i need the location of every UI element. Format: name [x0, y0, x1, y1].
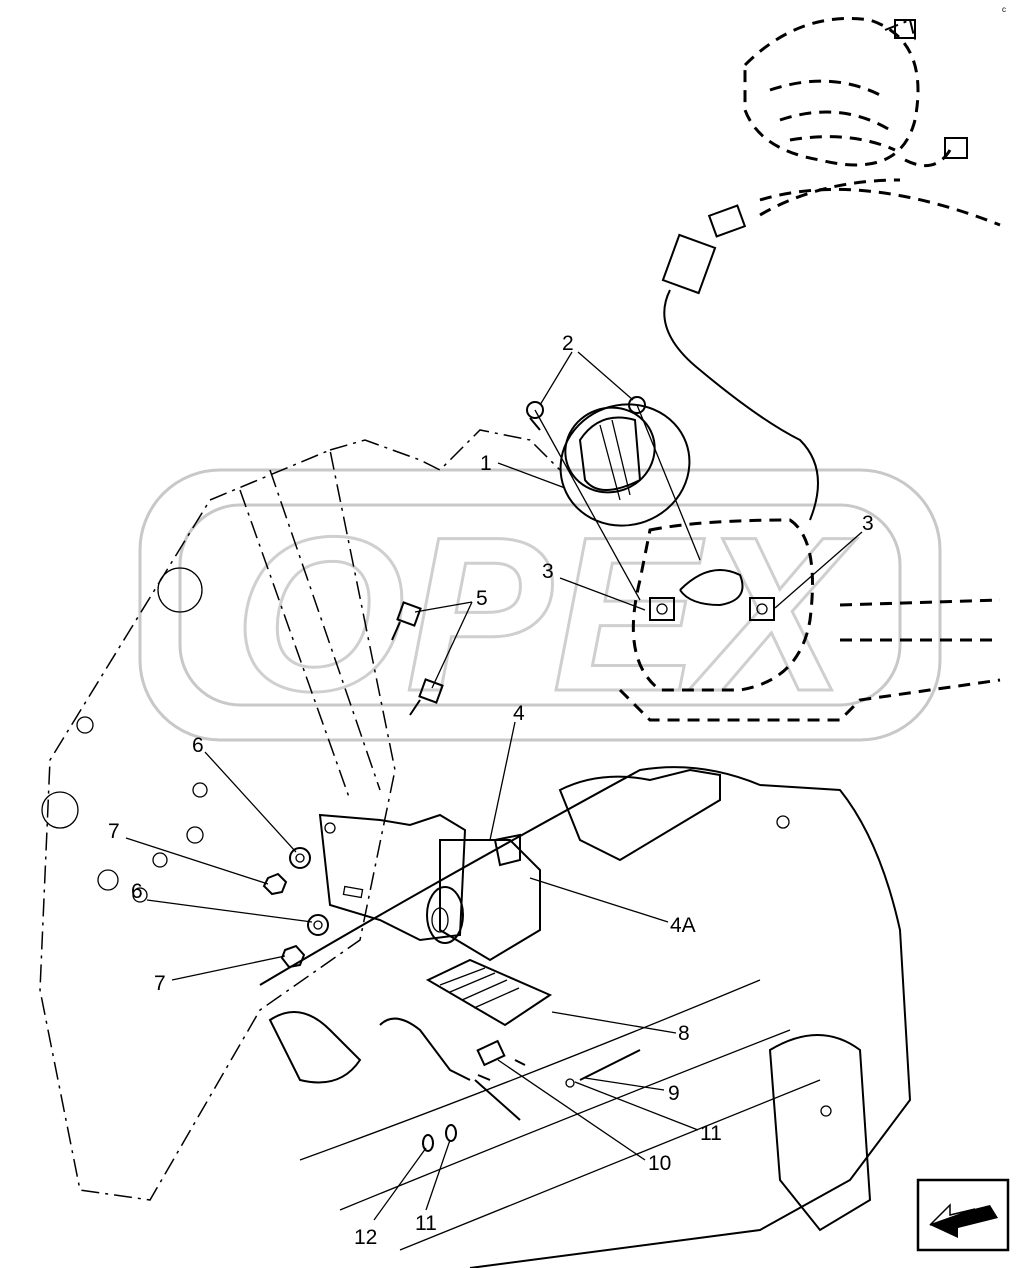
watermark-text: OPEX: [234, 491, 857, 737]
wiring-harness: [661, 16, 1001, 521]
watermark: OPEX: [138, 468, 942, 742]
nav-arrow-button[interactable]: [916, 1178, 1010, 1252]
callout-6-upper: 6: [192, 734, 204, 757]
arrow-left-icon: [929, 1203, 998, 1238]
callout-4a: 4A: [670, 914, 696, 937]
floor-panel: [259, 766, 912, 1268]
callout-5: 5: [476, 587, 488, 610]
callout-7-lower: 7: [154, 972, 166, 995]
callout-2: 2: [562, 332, 574, 355]
callout-labels: 1 2 3 3 4 4A 5 6 6 7 7 8 9 10 11 11 12: [108, 332, 874, 1249]
callout-1: 1: [480, 452, 492, 475]
pedal-assembly: [318, 813, 553, 1121]
callout-11-right: 11: [700, 1122, 722, 1145]
horn-mount-frame: [618, 518, 1001, 722]
callout-8: 8: [678, 1022, 690, 1045]
callout-11-bottom: 11: [415, 1212, 437, 1235]
callout-10: 10: [648, 1152, 671, 1175]
callout-3-right: 3: [862, 512, 874, 535]
callout-4: 4: [513, 702, 525, 725]
cab-structure: [39, 429, 561, 1201]
callout-12: 12: [354, 1226, 377, 1249]
leader-lines: [125, 351, 863, 1221]
callout-6-lower: 6: [131, 880, 143, 903]
corner-mark: c: [1002, 5, 1006, 14]
callout-3-left: 3: [542, 560, 554, 583]
pins-and-clips: [422, 1039, 641, 1152]
washers-and-nuts: [262, 847, 329, 969]
callout-9: 9: [668, 1082, 680, 1105]
callout-7-upper: 7: [108, 820, 120, 843]
